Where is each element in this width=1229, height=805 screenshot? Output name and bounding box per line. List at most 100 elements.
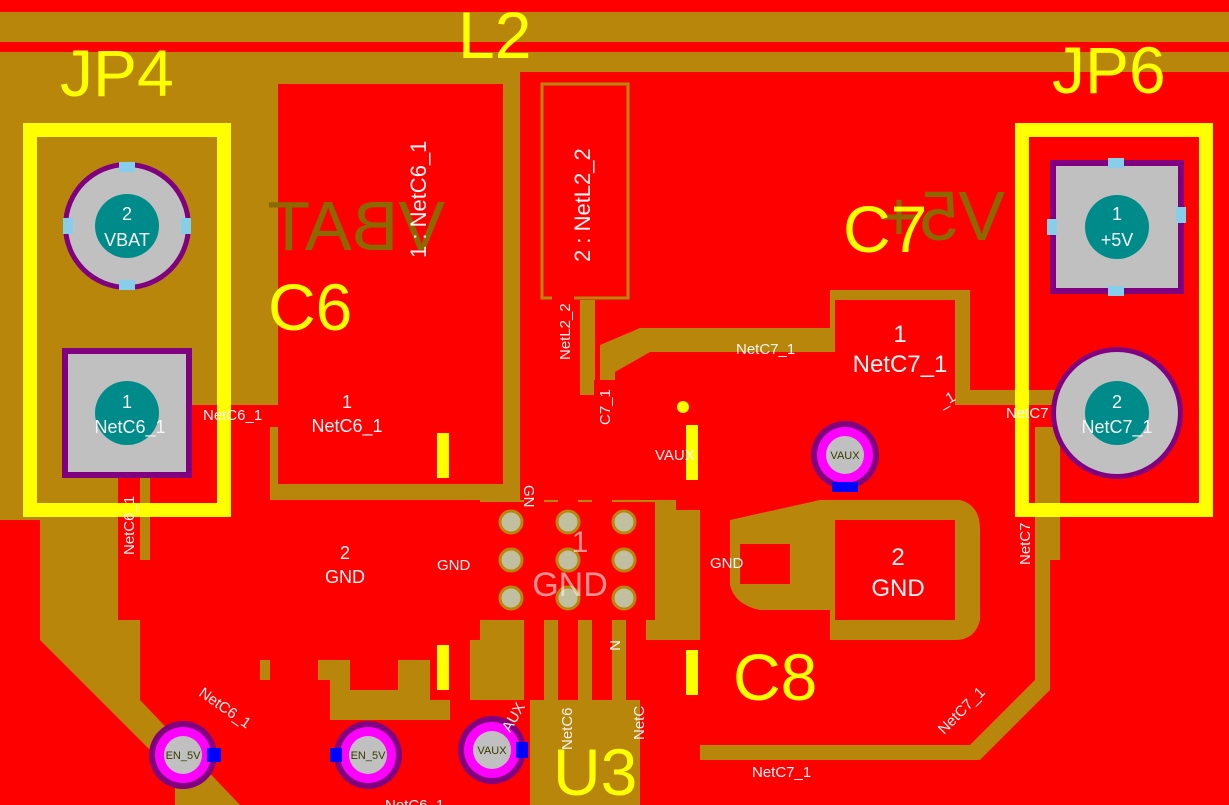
via-label: VAUX bbox=[477, 745, 507, 757]
c8-pad-2[interactable] bbox=[835, 520, 955, 620]
c6-pad2-net: GND bbox=[325, 567, 365, 587]
trace-label: GN bbox=[520, 485, 537, 508]
vbat-faint-label: VBAT bbox=[267, 187, 445, 265]
u3-gnd-link bbox=[428, 535, 480, 590]
copper-region-bottom-mid bbox=[140, 560, 530, 805]
u3-thermal-vias bbox=[498, 509, 637, 611]
top-trace-a bbox=[0, 0, 1229, 12]
trace-label: NetC bbox=[631, 706, 648, 740]
jp4-refdes: JP4 bbox=[60, 36, 174, 110]
jp6-pin1-net: +5V bbox=[1101, 230, 1134, 250]
c7-pad1-net: NetC7_1 bbox=[853, 351, 948, 378]
trace-netl2-v bbox=[552, 290, 574, 440]
trace-label: NetC6_1 bbox=[121, 496, 138, 555]
u3-pin-bottom[interactable] bbox=[558, 620, 578, 700]
silk-mark bbox=[437, 433, 449, 478]
gnd-channel-l2 bbox=[505, 72, 520, 395]
u3-pins-bottom bbox=[524, 620, 646, 700]
trace-label: C7_1 bbox=[597, 389, 614, 425]
silk-mark bbox=[686, 425, 698, 480]
thermal-via bbox=[498, 509, 524, 535]
trace-label: NetC6_1 bbox=[203, 407, 262, 424]
trace-c7-down bbox=[594, 380, 616, 450]
c7-pad1-num: 1 bbox=[893, 321, 906, 348]
c8-small-pad[interactable] bbox=[676, 470, 736, 510]
thermal-via bbox=[611, 585, 637, 611]
l2-pad2-text: 2 : NetL2_2 bbox=[570, 148, 595, 262]
thermal-via bbox=[498, 585, 524, 611]
u3-pin-top[interactable] bbox=[524, 440, 544, 502]
thermal-via bbox=[611, 509, 637, 535]
c6-pad1-num: 1 bbox=[342, 392, 352, 412]
trace-label: NetC6_1 bbox=[385, 797, 444, 805]
trace-netc6-h bbox=[190, 405, 280, 427]
silk-mark bbox=[686, 650, 698, 695]
silk-dot bbox=[677, 401, 689, 413]
thermal-via bbox=[555, 509, 581, 535]
via-en5v-b[interactable] bbox=[330, 721, 402, 789]
thermal-via bbox=[498, 547, 524, 573]
c6-pad2-num: 2 bbox=[340, 543, 350, 563]
u3-pin-top[interactable] bbox=[592, 440, 612, 502]
jp4-pin1-num: 1 bbox=[122, 392, 132, 412]
jp6-pin-1[interactable] bbox=[1047, 158, 1186, 296]
gnd-link-c8 bbox=[740, 544, 790, 584]
c6-pad-2[interactable] bbox=[298, 524, 390, 604]
c8-pad2-net: GND bbox=[871, 575, 924, 602]
copper-region-bottom-right bbox=[640, 560, 1229, 805]
copper-region-left-bottom bbox=[0, 520, 175, 805]
jp6-pin-2[interactable] bbox=[1051, 347, 1183, 479]
gnd-link-c6 bbox=[390, 553, 440, 573]
l2-pad-2[interactable] bbox=[540, 82, 630, 300]
l2-refdes: L2 bbox=[458, 0, 531, 72]
trace-label: NetC7 bbox=[1006, 405, 1049, 422]
c7-refdes: C7 bbox=[843, 192, 927, 266]
small-pad-a[interactable] bbox=[270, 644, 318, 690]
via-label: EN_5V bbox=[166, 750, 202, 762]
u3-thermal-net: GND bbox=[532, 566, 608, 604]
trace-label: NetC6 bbox=[559, 707, 576, 750]
jp6-outline bbox=[1015, 123, 1213, 517]
u3-pin-bottom[interactable] bbox=[626, 620, 646, 700]
u3-pin-top[interactable] bbox=[558, 440, 578, 502]
trace-netc7-right bbox=[955, 405, 1060, 427]
jp4-pin2-net: VBAT bbox=[104, 230, 150, 250]
u3-refdes: U3 bbox=[553, 735, 637, 805]
u3-thermal-num: 1 bbox=[572, 526, 589, 559]
trace-label: NetC7_1 bbox=[752, 764, 811, 781]
via-en5v-a[interactable] bbox=[149, 721, 221, 789]
u3-pin-bottom[interactable] bbox=[524, 620, 544, 700]
c8-refdes: C8 bbox=[733, 640, 817, 714]
c6-pad-1-top[interactable] bbox=[278, 84, 503, 484]
thermal-via bbox=[555, 585, 581, 611]
via-label: VAUX bbox=[830, 450, 860, 462]
trace-label: NetL2_2 bbox=[557, 303, 574, 360]
jp6-pin2-num: 2 bbox=[1112, 392, 1122, 412]
jp4-pin-2[interactable] bbox=[63, 162, 191, 290]
c8-pad2-num: 2 bbox=[891, 544, 904, 571]
vaux-pad[interactable] bbox=[745, 466, 790, 506]
jp4-pin-1[interactable] bbox=[62, 348, 192, 478]
jp6-pin1-num: 1 bbox=[1112, 204, 1122, 224]
small-pad-b[interactable] bbox=[350, 644, 398, 690]
jp6-pin2-net: NetC7_1 bbox=[1081, 417, 1152, 438]
u3-pin-bottom[interactable] bbox=[592, 620, 612, 700]
jp6-refdes: JP6 bbox=[1052, 33, 1166, 107]
c7-pad-1[interactable] bbox=[835, 300, 955, 400]
trace-label: NetC7_1 bbox=[736, 341, 795, 358]
gnd-channel-l2b bbox=[580, 300, 595, 395]
jp4-pin2-num: 2 bbox=[122, 204, 132, 224]
c6-pad1-net: NetC6_1 bbox=[311, 416, 382, 437]
via-vaux-a[interactable] bbox=[458, 716, 528, 784]
jp4-outline bbox=[23, 123, 231, 517]
thermal-via bbox=[555, 547, 581, 573]
thermal-via bbox=[611, 547, 637, 573]
top-trace-b bbox=[0, 42, 1229, 52]
trace-label: GND bbox=[437, 557, 471, 574]
trace-label: GND bbox=[710, 555, 744, 572]
trace-label: NetC7 bbox=[1017, 522, 1034, 565]
via-vaux-b[interactable] bbox=[811, 421, 879, 492]
trace-label: N bbox=[606, 640, 623, 651]
v5-faint-label: V5+ bbox=[879, 177, 1006, 255]
